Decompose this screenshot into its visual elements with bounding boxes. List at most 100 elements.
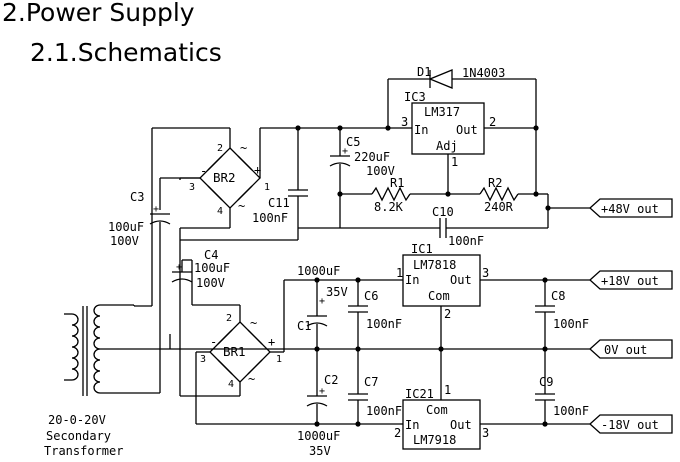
c3-plus: + xyxy=(153,204,159,215)
br1-ref: BR1 xyxy=(223,344,246,359)
c1-value: 1000uF xyxy=(297,264,340,278)
c11-value: 100nF xyxy=(252,211,288,225)
capacitor-c1 xyxy=(306,277,328,334)
c2-ref: C2 xyxy=(324,373,338,387)
c8-value: 100nF xyxy=(553,317,589,331)
c9-value: 100nF xyxy=(553,404,589,418)
br2-minus: - xyxy=(200,164,207,178)
capacitor-c8 xyxy=(535,277,555,334)
c1-plus: + xyxy=(319,296,325,307)
output-connector-zero xyxy=(589,339,673,359)
c2-voltage: 35V xyxy=(309,444,331,458)
ic1-ref: IC1 xyxy=(411,242,433,256)
c4-ref: C4 xyxy=(204,248,218,262)
c10-value: 100nF xyxy=(448,234,484,248)
ic21-out: Out xyxy=(450,418,472,432)
d1-ref: D1 xyxy=(417,65,431,79)
br2-ac2: ~ xyxy=(238,199,245,213)
br2-pin-1: 1 xyxy=(264,182,270,193)
zero-volt-rail xyxy=(100,306,590,400)
br2-pin-4: 4 xyxy=(217,206,223,217)
capacitor-c7 xyxy=(348,362,368,427)
output-plus18-label: +18V out xyxy=(601,274,659,288)
resistor-r2 xyxy=(448,128,549,208)
br2-pin-2: 2 xyxy=(217,143,223,154)
br2-pin-3: 3 xyxy=(189,182,195,193)
c5-voltage: 100V xyxy=(366,164,395,178)
capacitor-c9 xyxy=(535,362,555,427)
ic21-com: Com xyxy=(426,403,448,417)
ic3-part: LM317 xyxy=(424,105,460,119)
br1-pin-4: 4 xyxy=(228,379,234,390)
br1-minus: - xyxy=(210,335,217,349)
d1-part: 1N4003 xyxy=(462,66,505,80)
br1-plus: + xyxy=(268,335,275,349)
br1-wiring xyxy=(182,259,400,425)
c3-ref: C3 xyxy=(130,190,144,204)
subsection-title: 2.1.Schematics xyxy=(30,38,222,67)
ic1-part: LM7818 xyxy=(413,258,456,272)
regulator-ic3 xyxy=(400,102,536,194)
output-connector-minus18 xyxy=(589,414,673,434)
ic1-com: Com xyxy=(428,289,450,303)
br2-ref: BR2 xyxy=(213,170,236,185)
r2-value: 240R xyxy=(484,200,514,214)
regulator-ic1 xyxy=(400,254,590,307)
diode-d1 xyxy=(385,69,539,131)
ic1-out: Out xyxy=(450,273,472,287)
ic3-pin-out: 2 xyxy=(489,115,496,129)
output-plus48-label: +48V out xyxy=(601,202,659,216)
ic21-ref: IC21 xyxy=(405,387,434,401)
c5-ref: C5 xyxy=(346,135,360,149)
output-minus18-label: -18V out xyxy=(601,418,659,432)
ic3-ref: IC3 xyxy=(404,90,426,104)
c9-ref: C9 xyxy=(539,375,553,389)
c8-ref: C8 xyxy=(551,289,565,303)
br2-wiring xyxy=(133,127,400,397)
capacitor-c3 xyxy=(149,213,171,393)
transformer xyxy=(64,304,160,396)
section-title: 2.Power Supply xyxy=(2,0,195,27)
br1-ac1: ~ xyxy=(250,316,257,330)
ic3-pin-adj: 1 xyxy=(451,155,458,169)
c5-value: 220uF xyxy=(354,150,390,164)
br2-plus: + xyxy=(254,163,261,177)
ic21-in: In xyxy=(405,418,419,432)
c6-value: 100nF xyxy=(366,317,402,331)
br1-pin-3: 3 xyxy=(200,354,206,365)
c3-voltage: 100V xyxy=(110,234,139,248)
ic21-pin-in: 2 xyxy=(394,426,401,440)
c1-ref: C1 xyxy=(297,319,311,333)
br2-ac1: ~ xyxy=(240,141,247,155)
br1-pin-1: 1 xyxy=(276,354,282,365)
ic1-in: In xyxy=(405,273,419,287)
ic1-pin-in: 1 xyxy=(396,266,403,280)
r2-ref: R2 xyxy=(488,176,502,190)
c2-value: 1000uF xyxy=(297,429,340,443)
ic3-adj: Adj xyxy=(436,139,458,153)
transformer-label-secondary: Secondary xyxy=(46,429,111,443)
c7-ref: C7 xyxy=(364,375,378,389)
capacitor-c6 xyxy=(348,277,368,334)
output-zero-label: 0V out xyxy=(604,343,647,357)
r1-ref: R1 xyxy=(390,176,404,190)
capacitor-c2 xyxy=(306,362,328,427)
c2-plus: + xyxy=(319,386,325,397)
ic21-pin-out: 3 xyxy=(482,426,489,440)
c3-value: 100uF xyxy=(108,220,144,234)
c5-plus: + xyxy=(342,146,348,157)
c4-voltage: 100V xyxy=(196,276,225,290)
resistor-r1 xyxy=(340,186,451,202)
ic3-in: In xyxy=(414,123,428,137)
output-connector-plus18 xyxy=(589,270,673,290)
c6-ref: C6 xyxy=(364,289,378,303)
c11-ref: C11 xyxy=(268,196,290,210)
capacitor-c10 xyxy=(390,205,590,238)
ic3-out: Out xyxy=(456,123,478,137)
c7-value: 100nF xyxy=(366,404,402,418)
c4-plus: + xyxy=(176,262,182,273)
c4-value: 100uF xyxy=(194,261,230,275)
output-connector-plus48 xyxy=(589,198,673,218)
capacitor-c11 xyxy=(288,125,308,240)
c10-ref: C10 xyxy=(432,205,454,219)
